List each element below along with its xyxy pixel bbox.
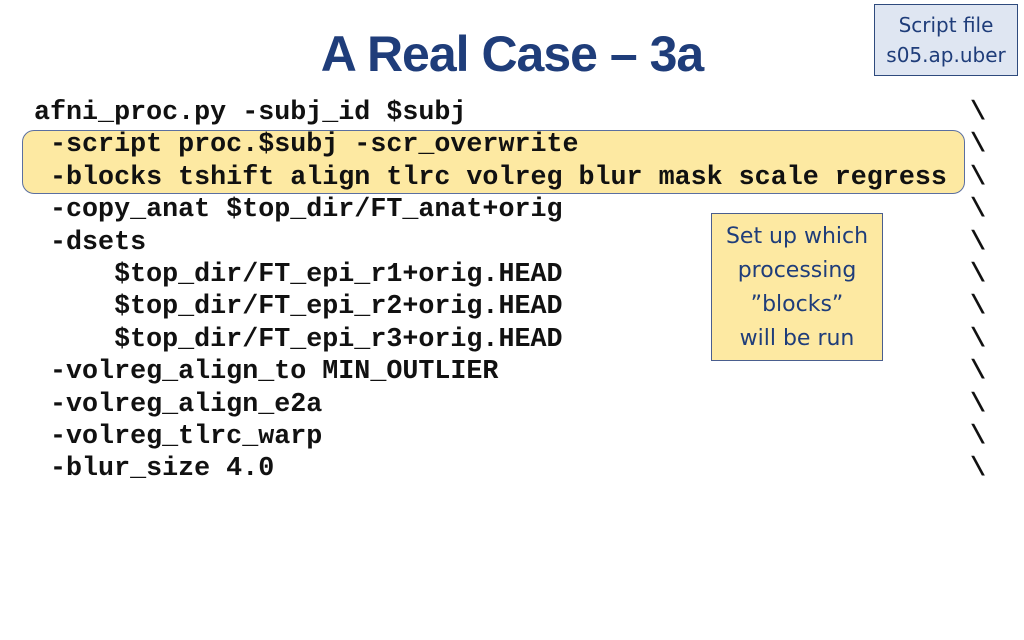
- code-line: -copy_anat $top_dir/FT_anat+orig: [34, 195, 563, 226]
- code-line: $top_dir/FT_epi_r3+orig.HEAD: [34, 324, 563, 355]
- code-line: afni_proc.py -subj_id $subj: [34, 98, 467, 128]
- callout-line: will be run: [739, 326, 855, 351]
- code-line: -script proc.$subj -scr_overwrite: [34, 130, 579, 161]
- code-line: -blocks tshift align tlrc volreg blur ma…: [34, 162, 947, 193]
- script-file-label: Script file s05.ap.uber: [874, 4, 1018, 76]
- line-continuation-mark: \: [970, 292, 987, 323]
- callout-line: Set up which: [725, 224, 869, 249]
- line-continuation-mark: \: [970, 162, 987, 193]
- line-continuation-mark: \: [970, 259, 987, 290]
- line-continuation-mark: \: [970, 98, 987, 128]
- code-line: -volreg_align_to MIN_OUTLIER: [34, 357, 499, 388]
- callout-box: Set up which processing ”blocks” will be…: [711, 213, 883, 361]
- callout-line: ”blocks”: [750, 292, 844, 317]
- script-file-caption: Script file: [898, 13, 994, 37]
- code-line: -volreg_align_e2a: [34, 389, 323, 420]
- slide-title: A Real Case – 3a: [320, 26, 704, 82]
- line-continuation-mark: \: [970, 421, 987, 452]
- code-line: $top_dir/FT_epi_r2+orig.HEAD: [34, 292, 563, 323]
- code-line: $top_dir/FT_epi_r1+orig.HEAD: [34, 259, 563, 290]
- code-line: -volreg_tlrc_warp: [34, 421, 323, 452]
- highlight-box: [22, 130, 965, 194]
- line-continuation-mark: \: [970, 454, 987, 485]
- line-continuation-mark: \: [970, 357, 987, 388]
- callout-line: processing: [737, 258, 857, 283]
- script-file-name: s05.ap.uber: [886, 43, 1006, 67]
- line-continuation-mark: \: [970, 227, 987, 258]
- code-line: -dsets: [34, 227, 147, 258]
- code-line: -blur_size 4.0: [34, 454, 275, 485]
- line-continuation-mark: \: [970, 130, 987, 161]
- line-continuation-mark: \: [970, 324, 987, 355]
- line-continuation-mark: \: [970, 195, 987, 226]
- line-continuation-column: \ \ \ \ \ \ \ \ \ \ \ \: [970, 97, 986, 486]
- line-continuation-mark: \: [970, 389, 987, 420]
- code-block: afni_proc.py -subj_id $subj -script proc…: [34, 97, 947, 486]
